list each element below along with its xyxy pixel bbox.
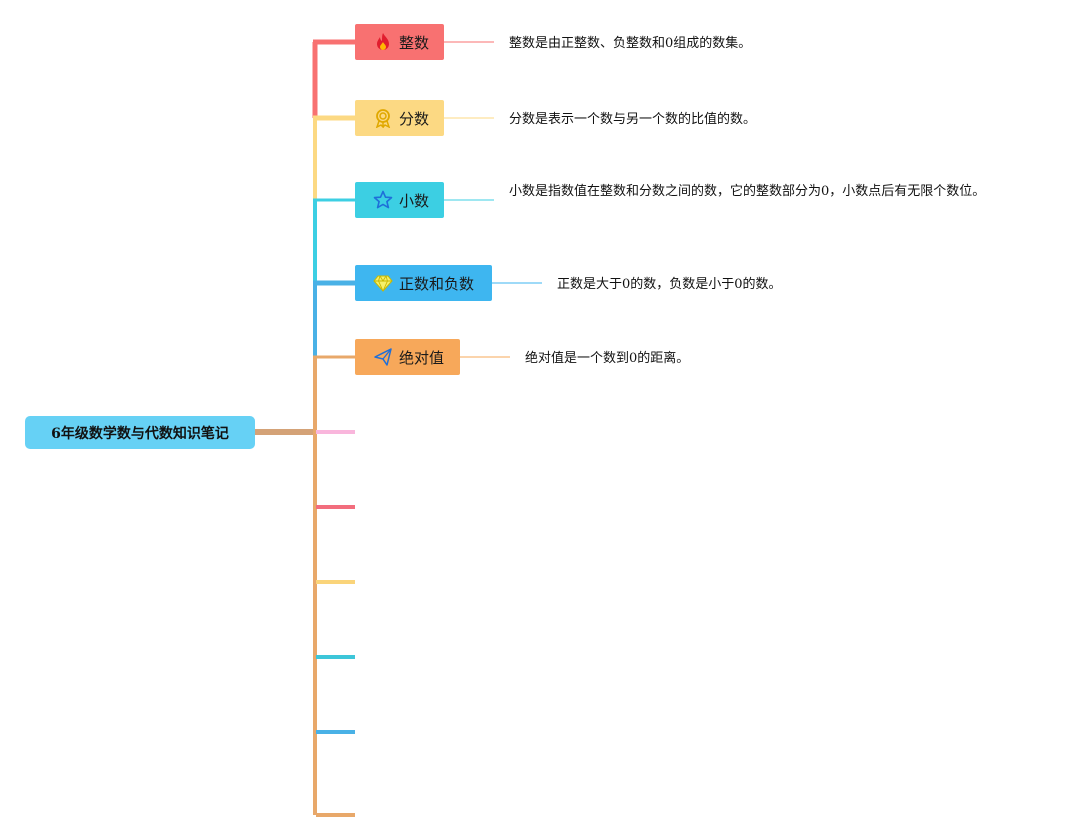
award-medal-icon [373, 108, 393, 128]
topic-fraction[interactable]: 分数 [355, 100, 444, 136]
note-fraction: 分数是表示一个数与另一个数的比值的数。 [509, 112, 757, 127]
note-decimal: 小数是指数值在整数和分数之间的数，它的整数部分为0，小数点后有无限个数位。 [509, 184, 986, 199]
topic-positive-negative-label: 正数和负数 [399, 274, 475, 293]
root-topic-label: 6年级数学数与代数知识笔记 [51, 425, 229, 442]
topic-fraction-label: 分数 [399, 109, 430, 128]
topic-decimal-label: 小数 [399, 191, 430, 210]
topic-positive-negative[interactable]: 正数和负数 [355, 265, 492, 301]
fire-icon [373, 32, 393, 52]
topic-integer-label: 整数 [399, 33, 430, 52]
note-absolute-value: 绝对值是一个数到0的距离。 [525, 351, 690, 366]
note-positive-negative: 正数是大于0的数，负数是小于0的数。 [557, 277, 782, 292]
note-integer: 整数是由正整数、负整数和0组成的数集。 [509, 36, 752, 51]
diamond-icon [373, 273, 393, 293]
topic-integer[interactable]: 整数 [355, 24, 444, 60]
star-outline-icon [373, 190, 393, 210]
paper-plane-icon [373, 347, 393, 367]
root-topic[interactable]: 6年级数学数与代数知识笔记 [25, 416, 255, 449]
topic-absolute-value[interactable]: 绝对值 [355, 339, 460, 375]
topic-decimal[interactable]: 小数 [355, 182, 444, 218]
topic-absolute-value-label: 绝对值 [399, 348, 445, 367]
